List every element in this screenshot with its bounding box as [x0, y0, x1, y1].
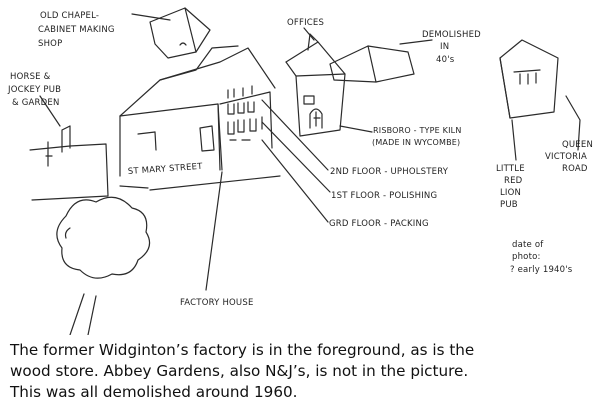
- label-horse-2: JOCKEY PUB: [7, 85, 61, 95]
- label-kiln-2: (MADE IN WYCOMBE): [372, 138, 460, 147]
- label-lion-2: RED: [504, 176, 523, 186]
- lion-pointer-line: [511, 119, 517, 161]
- chapel-pointer-line: [131, 13, 171, 21]
- label-street: ST MARY STREET: [128, 162, 204, 177]
- demolished-pointer-line: [399, 39, 433, 45]
- factory-building: [119, 45, 276, 177]
- horse-pointer-line: [39, 95, 61, 127]
- offices-building: [285, 33, 346, 137]
- floor2-pointer-line: [261, 99, 329, 171]
- road-edge-line: [149, 175, 281, 191]
- label-date-3: ? early 1940's: [510, 265, 573, 275]
- label-chapel-3: SHOP: [38, 39, 62, 49]
- label-demolished-3: 40's: [436, 55, 455, 65]
- label-demolished-2: IN: [440, 42, 449, 52]
- demolished-building: [329, 45, 415, 83]
- label-queen-1: QUEEN: [562, 140, 593, 150]
- label-queen-3: ROAD: [562, 164, 588, 174]
- label-kiln-1: RISBORO - TYPE KILN: [373, 126, 462, 135]
- grdfloor-pointer-line: [261, 139, 329, 223]
- little-red-lion-building: [499, 39, 559, 119]
- label-lion-1: LITTLE: [496, 164, 525, 174]
- label-floor1: 1ST FLOOR - POLISHING: [331, 191, 437, 201]
- tree-sketch: [56, 196, 151, 335]
- label-grdfloor: GRD FLOOR - PACKING: [329, 219, 429, 229]
- label-offices: OFFICES: [287, 18, 324, 28]
- label-chapel-1: OLD CHAPEL-: [40, 11, 99, 21]
- floor1-pointer-line: [261, 121, 331, 193]
- label-date-1: date of: [512, 240, 544, 250]
- caption: The former Widginton’s factory is in the…: [10, 340, 595, 403]
- label-lion-4: PUB: [500, 200, 518, 210]
- label-floor2: 2ND FLOOR - UPHOLSTERY: [330, 167, 449, 177]
- hand-drawn-sketch: OLD CHAPEL- CABINET MAKING SHOP OFFICES …: [7, 7, 593, 335]
- queen-victoria-road-line: [565, 95, 581, 151]
- old-chapel-building: [149, 7, 211, 59]
- label-horse-1: HORSE &: [10, 72, 51, 82]
- label-date-2: photo:: [512, 252, 541, 262]
- label-queen-2: VICTORIA: [545, 152, 587, 162]
- horse-jockey-building: [29, 125, 109, 201]
- label-chapel-2: CABINET MAKING: [38, 25, 115, 35]
- caption-line-3: This was all demolished around 1960.: [10, 383, 298, 401]
- kiln-pointer-line: [339, 125, 373, 133]
- factory-house-pointer-line: [205, 171, 223, 291]
- caption-line-1: The former Widginton’s factory is in the…: [10, 341, 475, 359]
- label-horse-3: & GARDEN: [12, 98, 60, 108]
- label-lion-3: LION: [500, 188, 521, 198]
- caption-line-2: wood store. Abbey Gardens, also N&J’s, i…: [10, 362, 469, 380]
- offices-pointer-line: [303, 27, 315, 41]
- road-edge-line-2: [119, 185, 149, 189]
- label-demolished-1: DEMOLISHED: [422, 30, 481, 40]
- label-factory-house: FACTORY HOUSE: [180, 298, 254, 308]
